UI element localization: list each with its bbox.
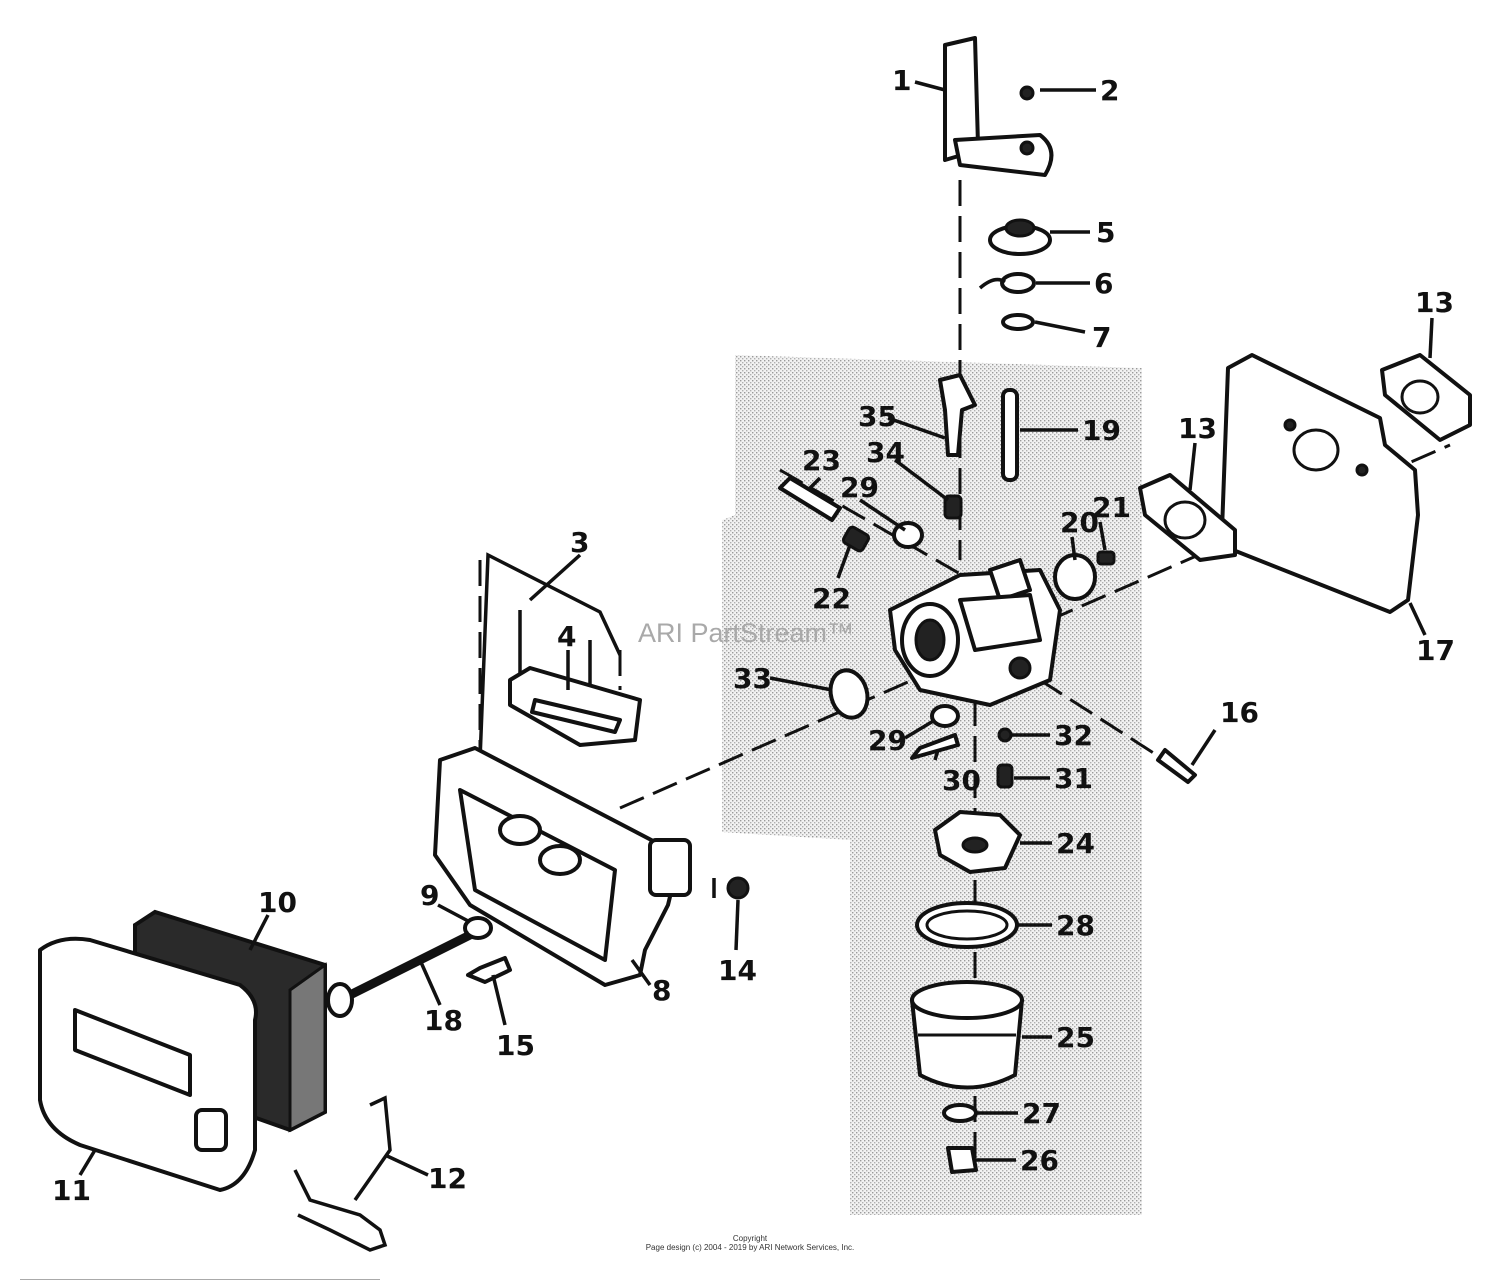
callout-22: 22 (812, 582, 851, 615)
part-30-screw (910, 733, 960, 760)
part-19-throttle-shaft (1001, 388, 1019, 482)
bottom-divider (20, 1279, 380, 1280)
callout-20: 20 (1060, 506, 1099, 539)
callout-4: 4 (557, 620, 576, 653)
callout-17: 17 (1416, 634, 1455, 667)
callout-23: 23 (802, 444, 841, 477)
callout-27: 27 (1022, 1097, 1061, 1130)
callout-31: 31 (1054, 762, 1093, 795)
part-18-stud (326, 930, 473, 1018)
part-23-idle-screw (778, 476, 842, 522)
part-15-screw (466, 956, 512, 984)
callout-16: 16 (1220, 696, 1259, 729)
part-9-grommet (463, 916, 493, 940)
part-7-washer (1001, 313, 1035, 331)
callout-8: 8 (652, 974, 671, 1007)
part-33-throttle-plate (828, 668, 870, 720)
callout-5: 5 (1096, 216, 1115, 249)
carburetor-body (888, 558, 1062, 707)
callout-19: 19 (1082, 414, 1121, 447)
callout-9: 9 (420, 879, 439, 912)
part-24-float (933, 810, 1022, 874)
part-34-spring (943, 494, 963, 520)
part-13-gasket-middle (1138, 473, 1237, 562)
callout-13-middle: 13 (1178, 412, 1217, 445)
part-26-bowl-nut (946, 1146, 978, 1174)
callout-7: 7 (1092, 321, 1111, 354)
part-1-throttle-lever (943, 36, 1054, 177)
part-13-gasket-right (1380, 353, 1472, 442)
callout-30: 30 (942, 764, 981, 797)
part-6-spring (978, 272, 1036, 294)
callout-32: 32 (1054, 719, 1093, 752)
part-28-gasket-ring (915, 901, 1019, 949)
part-20-choke-plate (1053, 553, 1097, 601)
part-8-air-cleaner-base (433, 746, 692, 987)
copyright-label: Copyright (732, 1234, 768, 1243)
part-35-choke-lever (938, 373, 977, 457)
callout-25: 25 (1056, 1021, 1095, 1054)
callout-35: 35 (858, 400, 897, 433)
callout-28: 28 (1056, 909, 1095, 942)
part-17-spacer-plate (1220, 353, 1420, 614)
callout-18: 18 (424, 1004, 463, 1037)
callout-leader-lines (78, 80, 1434, 1177)
part-16-screw (1156, 748, 1197, 784)
part-12-retaining-wire (293, 1095, 392, 1252)
callout-21: 21 (1092, 491, 1131, 524)
watermark: ARI PartStream™ (638, 618, 855, 648)
part-29-seal-lower (930, 704, 960, 728)
callout-34: 34 (866, 436, 905, 469)
part-27-washer (942, 1103, 978, 1123)
part-31-seat (996, 763, 1014, 789)
part-21-screw (1096, 550, 1116, 566)
part-2-screw (1019, 85, 1035, 101)
callout-29-lower: 29 (868, 724, 907, 757)
callout-29-upper: 29 (840, 471, 879, 504)
callout-3: 3 (570, 526, 589, 559)
callout-6: 6 (1094, 267, 1113, 300)
callout-13-right: 13 (1415, 286, 1454, 319)
callout-11: 11 (52, 1174, 91, 1207)
part-25-float-bowl (910, 980, 1024, 1090)
part-14-nut (712, 876, 750, 900)
callout-10: 10 (258, 886, 297, 919)
callout-labels: 1 2 3 4 5 6 7 8 9 10 11 12 13 13 14 15 1… (52, 64, 1455, 1207)
callout-15: 15 (496, 1029, 535, 1062)
part-4-breather-bracket (508, 666, 642, 747)
callout-1: 1 (892, 64, 911, 97)
page-design-credit: Page design (c) 2004 - 2019 by ARI Netwo… (645, 1243, 855, 1252)
callout-33: 33 (733, 662, 772, 695)
part-32-needle (997, 727, 1013, 743)
copyright-footer: Copyright Page design (c) 2004 - 2019 by… (600, 1234, 900, 1252)
part-5-shaft-seal (988, 218, 1052, 256)
part-11-air-cleaner-cover (38, 936, 258, 1192)
callout-12: 12 (428, 1162, 467, 1195)
callout-2: 2 (1100, 74, 1119, 107)
callout-24: 24 (1056, 827, 1095, 860)
callout-26: 26 (1020, 1144, 1059, 1177)
callout-14: 14 (718, 954, 757, 987)
